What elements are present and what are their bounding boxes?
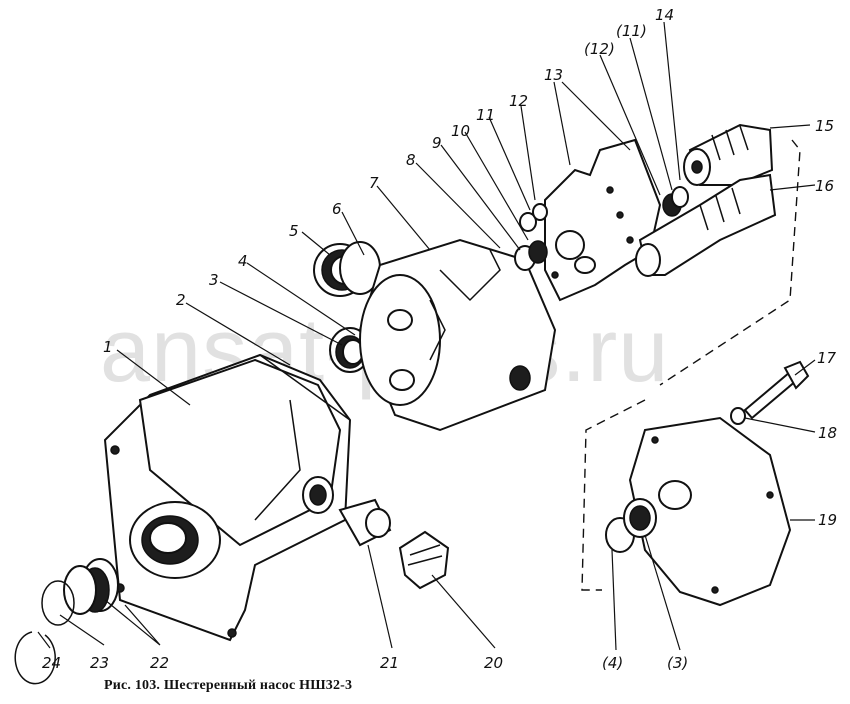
callout-13: 13 bbox=[544, 66, 563, 84]
assembly-guide-line-upper bbox=[659, 139, 801, 386]
figure-caption: Рис. 103. Шестеренный насос НШ32-3 bbox=[104, 678, 353, 693]
callout-16: 16 bbox=[815, 177, 834, 195]
part-14-gear-rings bbox=[662, 186, 689, 217]
callout-11b: (11) bbox=[616, 22, 647, 40]
part-16-drive-gear-shaft bbox=[635, 173, 777, 277]
callout-labels: 1 2 3 4 5 6 7 8 9 10 11 12 13 (12) (11) … bbox=[42, 6, 837, 672]
callout-15: 15 bbox=[815, 117, 834, 135]
callout-22: 22 bbox=[150, 654, 169, 672]
callout-1: 1 bbox=[103, 338, 113, 356]
part-9-12-rings bbox=[514, 203, 548, 271]
part-21-inlet-sleeve bbox=[338, 498, 392, 547]
part-1-pump-body bbox=[103, 353, 352, 642]
part-5-6-cup-seal bbox=[313, 241, 381, 297]
callout-3: 3 bbox=[209, 271, 219, 289]
callout-14: 14 bbox=[655, 6, 674, 24]
callout-23: 23 bbox=[90, 654, 109, 672]
callout-5: 5 bbox=[289, 222, 299, 240]
callout-12b: (12) bbox=[584, 40, 615, 58]
part-20-plug bbox=[398, 530, 450, 590]
part-3-4-rear-seals bbox=[605, 498, 657, 553]
callout-6: 6 bbox=[332, 200, 342, 218]
callout-4: 4 bbox=[238, 252, 248, 270]
callout-17: 17 bbox=[817, 349, 837, 367]
callout-4b: (4) bbox=[602, 654, 623, 672]
part-17-bolt bbox=[743, 360, 810, 420]
part-13-front-plate bbox=[544, 138, 662, 302]
callout-7: 7 bbox=[369, 174, 379, 192]
callout-3b: (3) bbox=[667, 654, 688, 672]
callout-9: 9 bbox=[432, 134, 442, 152]
callout-24: 24 bbox=[42, 654, 61, 672]
callout-2: 2 bbox=[176, 291, 186, 309]
part-7-8-bushing-block bbox=[358, 238, 557, 432]
callout-8: 8 bbox=[406, 151, 416, 169]
callout-12: 12 bbox=[509, 92, 528, 110]
callout-18: 18 bbox=[818, 424, 837, 442]
callout-20: 20 bbox=[484, 654, 503, 672]
callout-21: 21 bbox=[380, 654, 399, 672]
part-22-shaft-seals bbox=[63, 558, 119, 615]
assembly-guide-line-lower bbox=[581, 399, 646, 591]
callout-10: 10 bbox=[451, 122, 470, 140]
part-23-ring bbox=[41, 580, 75, 626]
part-18-washer bbox=[730, 407, 746, 425]
part-15-driven-gear bbox=[683, 123, 774, 186]
callout-19: 19 bbox=[818, 511, 837, 529]
leader-lines bbox=[37, 21, 816, 651]
callout-11: 11 bbox=[476, 106, 495, 124]
part-24-snap-ring bbox=[14, 631, 56, 685]
